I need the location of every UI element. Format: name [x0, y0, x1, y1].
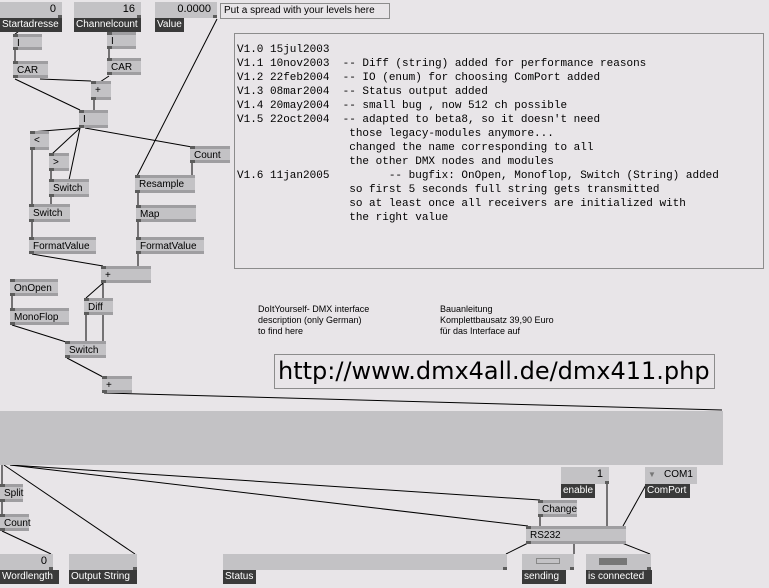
- node-split[interactable]: Split: [0, 484, 23, 502]
- bauanleitung-comment: Bauanleitung Komplettbausatz 39,90 Euro …: [440, 304, 554, 336]
- comport-value: COM1: [664, 469, 693, 480]
- node-map[interactable]: Map: [136, 205, 196, 222]
- output-string-label: Output String: [69, 570, 137, 584]
- dropdown-arrow-icon: ▼: [648, 470, 656, 479]
- node-formatvalue[interactable]: FormatValue: [136, 237, 204, 254]
- diy-comment: DoItYourself- DMX interface description …: [258, 304, 370, 336]
- output-string-value[interactable]: [69, 554, 137, 570]
- node-plus[interactable]: +: [91, 81, 111, 100]
- node-onopen[interactable]: OnOpen: [10, 279, 58, 296]
- node-count[interactable]: Count: [0, 514, 31, 531]
- spread-hint-comment: Put a spread with your levels here: [220, 3, 390, 19]
- node-resample[interactable]: Resample: [135, 175, 195, 193]
- channelcount-label: Channelcount: [74, 18, 141, 32]
- is-connected-toggle[interactable]: [586, 554, 651, 570]
- node-i[interactable]: I: [107, 32, 136, 49]
- startadresse-label: Startadresse: [0, 18, 62, 32]
- status-value[interactable]: [223, 554, 507, 570]
- sending-toggle[interactable]: [522, 554, 574, 570]
- comport-label: ComPort: [645, 484, 690, 498]
- is-connected-indicator: [599, 558, 627, 565]
- node-count[interactable]: Count: [190, 146, 230, 163]
- node-change[interactable]: Change: [538, 500, 577, 517]
- version-notes: V1.0 15jul2003 V1.1 10nov2003 -- Diff (s…: [234, 33, 764, 269]
- wordlength-label: Wordlength: [0, 570, 59, 584]
- enable-value[interactable]: 1: [561, 467, 609, 484]
- sending-indicator: [536, 558, 560, 564]
- node-monoflop[interactable]: MonoFlop: [10, 308, 69, 325]
- comport-select[interactable]: [645, 467, 697, 484]
- node-formatvalue[interactable]: FormatValue: [29, 237, 96, 254]
- node-less-than[interactable]: <: [30, 131, 49, 150]
- sending-label: sending: [522, 570, 566, 584]
- node-car[interactable]: CAR: [13, 61, 48, 78]
- startadresse-value[interactable]: 0: [0, 2, 62, 18]
- node-plus[interactable]: +: [101, 266, 151, 283]
- value-label: Value: [155, 18, 184, 32]
- node-switch[interactable]: Switch: [49, 179, 89, 197]
- url-link[interactable]: http://www.dmx4all.de/dmx411.php: [274, 354, 715, 389]
- status-label: Status: [223, 570, 256, 584]
- node-car[interactable]: CAR: [107, 58, 141, 75]
- node-switch[interactable]: Switch: [65, 341, 106, 358]
- channelcount-value[interactable]: 16: [74, 2, 141, 18]
- string-iobox[interactable]: [0, 411, 723, 465]
- enable-label: enable: [561, 484, 596, 498]
- node-greater-than[interactable]: >: [49, 153, 69, 171]
- node-diff[interactable]: Diff: [84, 298, 113, 315]
- node-rs232[interactable]: RS232: [526, 526, 626, 544]
- value-iobox[interactable]: 0.0000: [155, 2, 217, 18]
- is-connected-label: is connected: [586, 570, 652, 584]
- node-plus[interactable]: +: [102, 376, 132, 393]
- node-switch[interactable]: Switch: [29, 204, 70, 222]
- node-i[interactable]: I: [79, 110, 108, 128]
- wordlength-value[interactable]: 0: [0, 554, 53, 570]
- node-i[interactable]: I: [13, 34, 42, 50]
